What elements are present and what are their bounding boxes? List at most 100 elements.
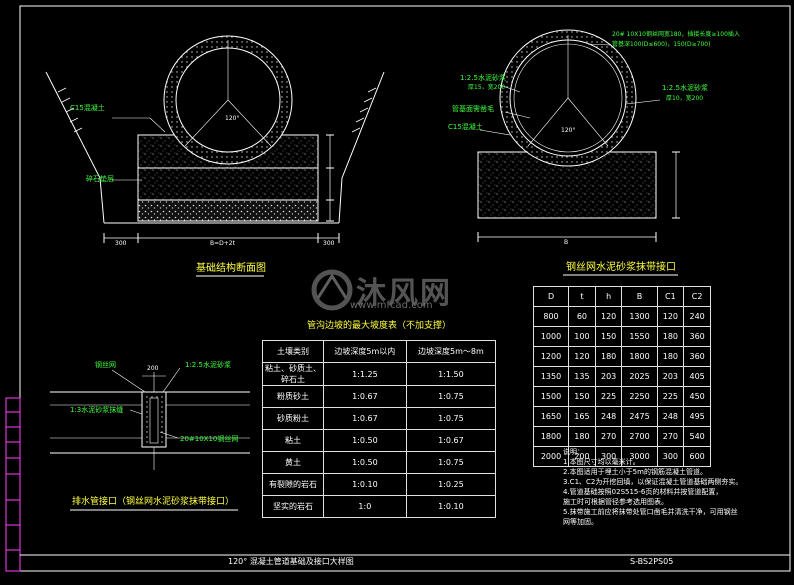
dim-b-right: B (564, 239, 569, 246)
watermark-logo-icon (311, 269, 353, 311)
slope-cell: 有裂隙的岩石 (262, 473, 324, 496)
label-c15-right: C15混凝土 (448, 123, 483, 131)
dim-header-cell: C2 (683, 286, 711, 307)
dim-cell: 60 (568, 306, 596, 327)
dim-cell: 1500 (532, 386, 570, 407)
base-section-figure (45, 35, 385, 277)
slope-cell: 1:0.75 (405, 451, 497, 474)
note-item: 1.本图尺寸均以毫米计。 (563, 458, 640, 466)
pipe-joint-detail-figure (50, 367, 250, 511)
note-item: 2.本图适用于埋土小于5m的钢筋混凝土管道。 (563, 468, 707, 476)
slope-header-cell: 土壤类别 (262, 340, 324, 363)
dim-cell: 100 (568, 326, 596, 347)
dim-cell: 2700 (621, 426, 658, 447)
slope-cell: 1:0.67 (405, 429, 497, 452)
dim-cell: 225 (656, 386, 685, 407)
slope-cell: 黄土 (262, 451, 324, 474)
dim-cell: 1000 (532, 326, 570, 347)
dim-cell: 150 (594, 326, 623, 347)
dim-cell: 240 (683, 306, 711, 327)
dim-cell: 180 (594, 346, 623, 367)
slope-cell: 1:0.50 (323, 451, 407, 474)
label-detail-side-mortar: 1:3水泥砂浆抹缝 (70, 406, 124, 414)
label-angle-right: 120° (561, 127, 576, 134)
slope-cell: 1:1.50 (405, 362, 497, 386)
dim-cell: 1800 (532, 426, 570, 447)
dim-cell: 1650 (532, 406, 570, 427)
note-item: 网等加固。 (563, 518, 598, 526)
note-item: 4.管道基础按照02S515-6页的材料并按管道配置， (563, 488, 723, 496)
slope-cell: 1:0.50 (323, 429, 407, 452)
slope-table-header: 土壤类别 边坡深度5m以内 边坡深度5m～8m (262, 340, 497, 363)
label-c15-concrete: C15混凝土 (70, 104, 105, 112)
slope-cell: 1:0.67 (323, 407, 407, 430)
dim-cell: 2250 (621, 386, 658, 407)
dim-cell: 360 (683, 346, 711, 367)
dim-cell: 203 (594, 366, 623, 387)
slope-cell: 1:0.75 (405, 385, 497, 408)
slope-cell: 1:0.10 (323, 473, 407, 496)
slope-header-cell: 边坡深度5m以内 (323, 340, 407, 363)
dim-header-cell: t (568, 286, 596, 307)
dim-detail-200: 200 (147, 365, 159, 372)
dim-cell: 270 (656, 426, 685, 447)
dim-base-width: B=D+2t (210, 240, 235, 247)
dim-cell: 3000 (621, 446, 658, 467)
slope-cell: 粘土 (262, 429, 324, 452)
dim-table-header: D t h B C1 C2 (532, 286, 711, 307)
notes-block: 说明： 1.本图尺寸均以毫米计。 2.本图适用于埋土小于5m的钢筋混凝土管道。 … (563, 447, 742, 527)
label-mortar-1: 1:2.5水泥砂浆 (460, 74, 506, 82)
note-item: 5.抹带施工前应将抹带处管口凿毛并清洗干净，可用钢丝 (563, 508, 738, 516)
dim-cell: 2025 (621, 366, 658, 387)
bottom-caption: 120° 混凝土管道基础及接口大样图 (228, 557, 354, 566)
dim-cell: 120 (594, 306, 623, 327)
label-detail-mortar: 1:2.5水泥砂浆 (185, 361, 231, 369)
slope-cell: 粉质砂土 (262, 385, 324, 408)
joint-section-figure (477, 29, 680, 276)
dim-cell: 225 (594, 386, 623, 407)
notes-title: 说明： (563, 448, 584, 456)
label-mortar-2-size: 厚10，宽200 (666, 95, 704, 102)
dim-right-300: 300 (323, 240, 335, 247)
dim-cell: 600 (683, 446, 711, 467)
dim-cell: 180 (656, 326, 685, 347)
slope-cell: 1:0.67 (323, 385, 407, 408)
dim-cell: 800 (532, 306, 570, 327)
dim-cell: 200 (568, 446, 596, 467)
dim-cell: 1300 (621, 306, 658, 327)
dim-header-cell: B (621, 286, 658, 307)
dim-cell: 540 (683, 426, 711, 447)
label-mesh-spec: 20# 10X10钢丝网宽180，插接长度≥100插入 (612, 31, 740, 38)
dim-cell: 360 (683, 326, 711, 347)
dim-cell: 180 (656, 346, 685, 367)
dim-cell: 1200 (532, 346, 570, 367)
title-slope-table: 管沟边坡的最大坡度表（不加支撑） (307, 321, 452, 331)
dim-cell: 300 (594, 446, 623, 467)
slope-cell: 坚实的岩石 (262, 495, 324, 518)
dim-header-cell: h (594, 286, 623, 307)
title-base-section: 基础结构断面图 (196, 263, 266, 274)
watermark-brand: 沐风网 (356, 276, 452, 311)
dim-cell: 150 (568, 386, 596, 407)
note-item: 施工时可根据管径参考选用图表。 (563, 498, 668, 506)
dim-cell: 450 (683, 386, 711, 407)
label-gravel-bed: 碎石垫层 (86, 175, 114, 183)
slope-cell: 粘土、砂质土、碎石土 (262, 362, 324, 386)
dim-left-300: 300 (115, 240, 127, 247)
slope-header-cell: 边坡深度5m～8m (405, 340, 497, 363)
drawing-number: S-BS2PS05 (630, 557, 674, 566)
label-mesh-depth: 管基深100(D≤600)，150(D≥700) (612, 41, 711, 48)
dim-cell: 203 (656, 366, 685, 387)
dim-cell: 270 (594, 426, 623, 447)
